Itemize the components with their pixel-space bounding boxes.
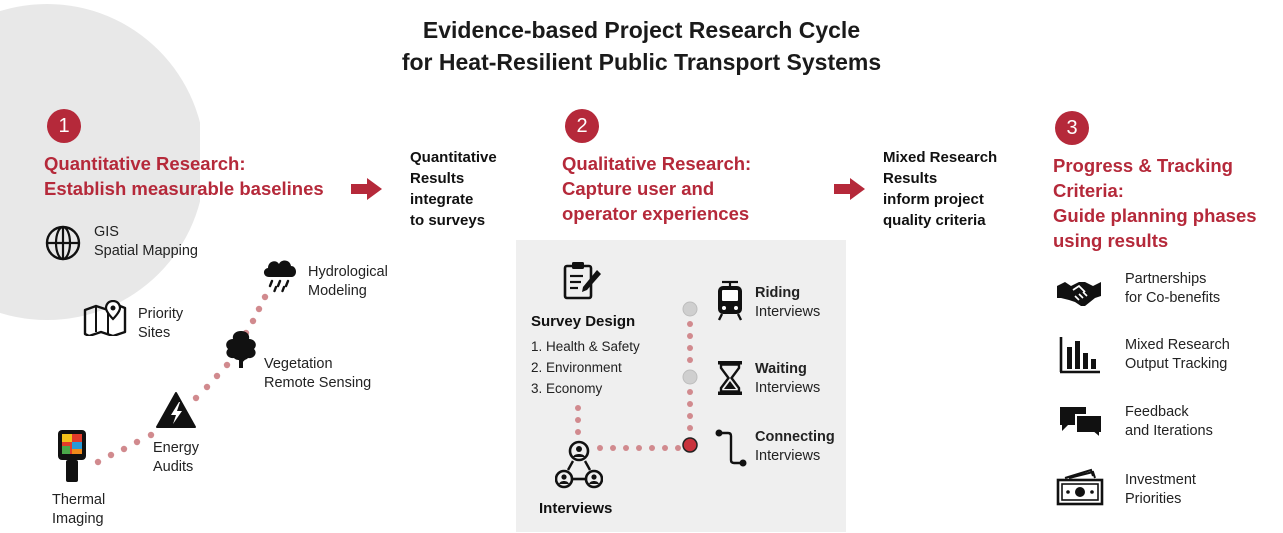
riding-label: Riding Interviews <box>755 284 820 322</box>
priority-label-line-1: Priority <box>138 306 184 322</box>
stage-3-badge: 3 <box>1055 111 1089 145</box>
stage-2-heading: Qualitative Research: Capture user and o… <box>562 151 751 226</box>
route-icon <box>715 429 747 467</box>
bridge-1-text: Quantitative Results integrate to survey… <box>410 147 497 231</box>
tracking-label-line-1: Mixed Research <box>1125 337 1230 353</box>
interview-network-path <box>575 301 698 453</box>
stage-3-heading-line-3: Guide planning phases <box>1053 205 1257 226</box>
waiting-label-bold: Waiting <box>755 361 807 377</box>
connecting-label-bold: Connecting <box>755 429 835 445</box>
chat-bubbles-icon <box>1060 407 1103 439</box>
stage-1-heading: Quantitative Research: Establish measura… <box>44 151 324 201</box>
feedback-label-line-1: Feedback <box>1125 404 1189 420</box>
feedback-label-line-2: and Iterations <box>1125 423 1213 439</box>
partnerships-label-line-2: for Co-benefits <box>1125 290 1221 306</box>
investment-label-line-2: Priorities <box>1125 491 1182 507</box>
waiting-label: Waiting Interviews <box>755 360 820 398</box>
bridge-2-line-3: inform project <box>883 191 984 208</box>
priority-label-line-2: Sites <box>138 325 171 341</box>
bridge-2-line-4: quality criteria <box>883 212 986 229</box>
gis-label-line-1: GIS <box>94 224 119 240</box>
energy-label: Energy Audits <box>153 439 199 477</box>
energy-label-line-1: Energy <box>153 440 199 456</box>
high-voltage-icon <box>156 392 196 428</box>
train-icon <box>717 280 743 321</box>
stage-1-heading-line-2: Establish measurable baselines <box>44 178 324 199</box>
vegetation-label: Vegetation Remote Sensing <box>264 355 371 393</box>
flow-arrow-1 <box>351 178 382 200</box>
vegetation-label-line-1: Vegetation <box>264 356 333 372</box>
stage-2-heading-line-2: Capture user and <box>562 178 715 199</box>
stage-2-heading-line-3: operator experiences <box>562 203 750 224</box>
stage-3-heading: Progress & Tracking Criteria: Guide plan… <box>1053 153 1257 253</box>
map-pin-icon <box>83 300 127 336</box>
stage-2-heading-line-1: Qualitative Research: <box>562 153 752 174</box>
riding-label-sub: Interviews <box>755 304 821 320</box>
clipboard-edit-icon <box>563 262 601 300</box>
bridge-1-line-1: Quantitative <box>410 149 497 166</box>
hydro-label-line-1: Hydrological <box>308 264 388 280</box>
hydrological-label: Hydrological Modeling <box>308 263 388 301</box>
gis-label: GIS Spatial Mapping <box>94 223 198 261</box>
hourglass-icon <box>718 361 742 395</box>
thermal-camera-icon <box>58 430 86 482</box>
gis-label-line-2: Spatial Mapping <box>94 243 198 259</box>
bridge-1-line-3: integrate <box>410 191 474 208</box>
stage-3-heading-line-2: Criteria: <box>1053 180 1124 201</box>
riding-label-bold: Riding <box>755 285 801 301</box>
waiting-label-sub: Interviews <box>755 380 821 396</box>
interviews-label: Interviews <box>539 500 613 517</box>
handshake-icon <box>1057 282 1101 306</box>
diagram-title: Evidence-based Project Research Cycle fo… <box>0 14 1283 78</box>
partnerships-label: Partnerships for Co-benefits <box>1125 270 1220 308</box>
feedback-label: Feedback and Iterations <box>1125 403 1213 441</box>
title-line-2: for Heat-Resilient Public Transport Syst… <box>401 49 882 75</box>
bridge-2-line-1: Mixed Research <box>883 149 998 166</box>
partnerships-label-line-1: Partnerships <box>1125 271 1207 287</box>
bridge-2-text: Mixed Research Results inform project qu… <box>883 147 997 231</box>
bridge-1-line-4: to surveys <box>410 212 486 229</box>
priority-sites-label: Priority Sites <box>138 305 183 343</box>
title-line-1: Evidence-based Project Research Cycle <box>422 17 861 43</box>
stage-2-badge: 2 <box>565 109 599 143</box>
stage-1-badge: 1 <box>47 109 81 143</box>
thermal-label: Thermal Imaging <box>52 491 105 529</box>
bar-chart-icon <box>1059 337 1100 374</box>
background-circle <box>0 4 200 320</box>
bridge-1-line-2: Results <box>410 170 465 187</box>
connecting-label: Connecting Interviews <box>755 428 835 466</box>
tracking-label-line-2: Output Tracking <box>1125 356 1228 372</box>
investment-label: Investment Priorities <box>1125 471 1196 509</box>
rain-cloud-icon <box>263 260 297 293</box>
stage-3-heading-line-1: Progress & Tracking <box>1053 155 1233 176</box>
money-icon <box>1056 468 1104 506</box>
tracking-label: Mixed Research Output Tracking <box>1125 336 1230 374</box>
survey-item-2: 2. Environment <box>531 360 622 375</box>
thermal-label-line-1: Thermal <box>52 492 106 508</box>
hydro-label-line-2: Modeling <box>308 283 367 299</box>
stage-3-heading-line-4: using results <box>1053 230 1169 251</box>
vegetation-label-line-2: Remote Sensing <box>264 375 372 391</box>
people-network-icon <box>555 440 603 489</box>
investment-label-line-1: Investment <box>1125 472 1196 488</box>
survey-items: 1. Health & Safety 2. Environment 3. Eco… <box>531 336 640 399</box>
thermal-label-line-2: Imaging <box>52 511 104 527</box>
survey-item-3: 3. Economy <box>531 381 603 396</box>
bridge-2-line-2: Results <box>883 170 938 187</box>
tree-icon <box>226 331 256 368</box>
survey-item-1: 1. Health & Safety <box>531 339 640 354</box>
globe-icon <box>45 225 81 261</box>
stage-1-heading-line-1: Quantitative Research: <box>44 153 246 174</box>
connecting-label-sub: Interviews <box>755 448 821 464</box>
survey-title: Survey Design <box>531 313 636 330</box>
flow-arrow-2 <box>834 178 865 200</box>
energy-label-line-2: Audits <box>153 459 194 475</box>
